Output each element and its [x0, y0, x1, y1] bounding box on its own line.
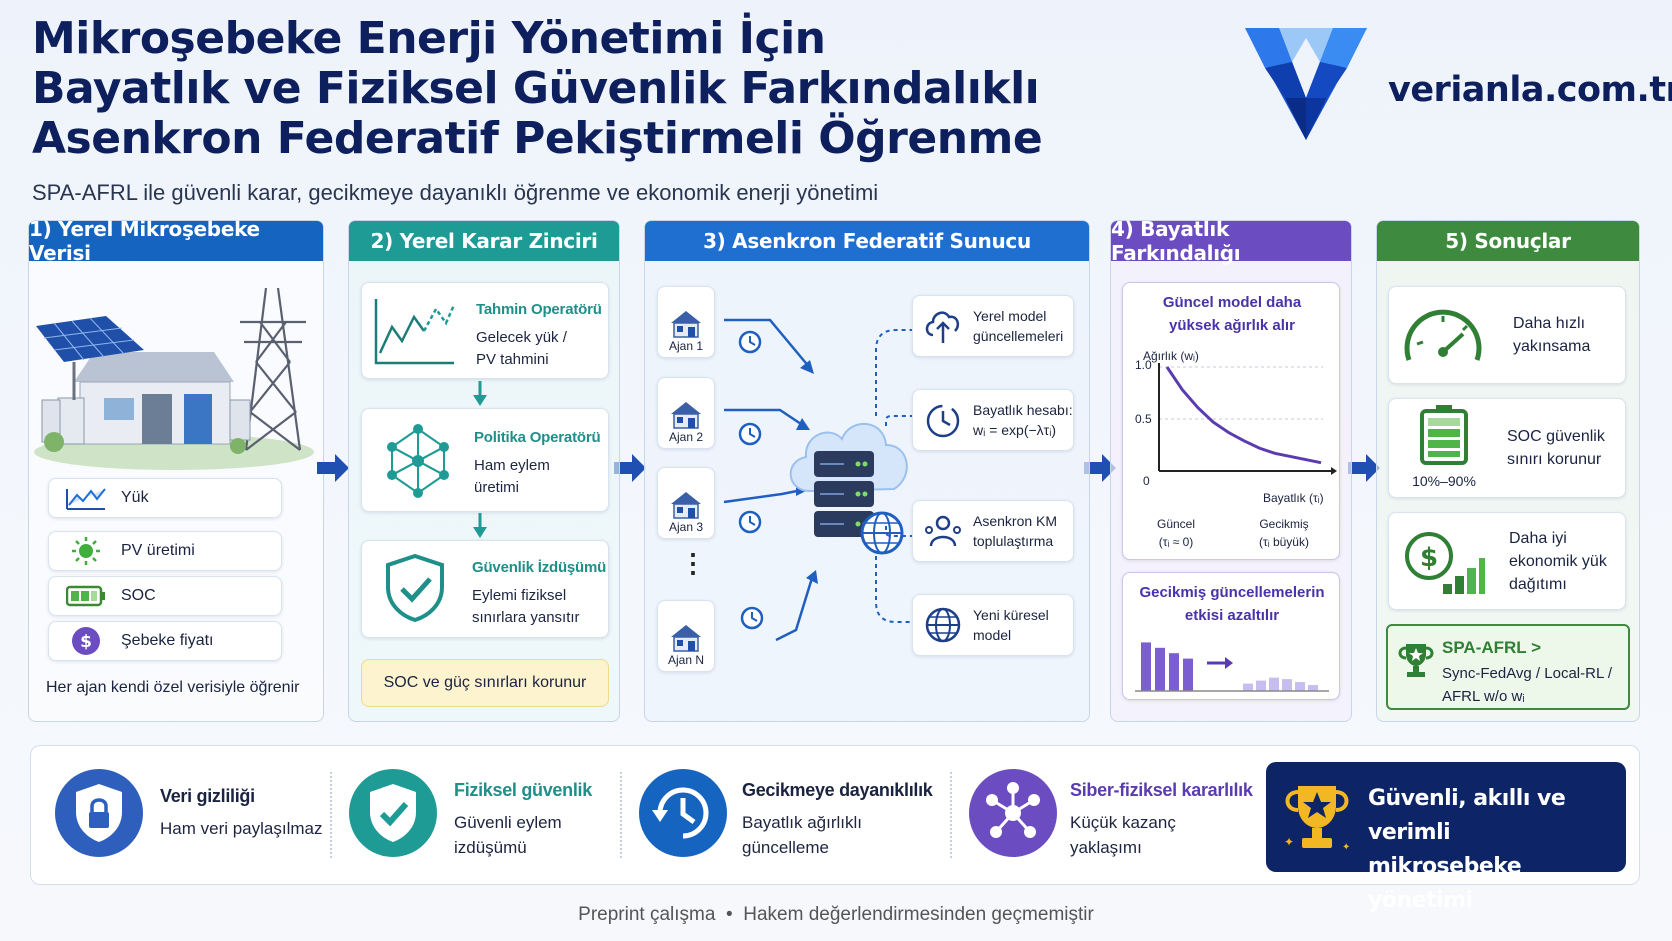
cloud-server-icon [789, 423, 908, 555]
globe-icon [925, 607, 961, 643]
page-title: Mikroşebeke Enerji Yönetimi İçin Bayatlı… [32, 13, 1043, 164]
bar-after [1269, 677, 1279, 691]
divider [950, 772, 952, 858]
agent-ellipsis: ⋮ [680, 548, 706, 578]
battery-icon [66, 585, 105, 607]
dollar-icon: $ [72, 627, 100, 655]
agent-card-1: Ajan 1 [657, 286, 715, 358]
panel-title: 1) Yerel Mikroşebeke Verisi [29, 217, 323, 265]
battery-soc-icon [1420, 404, 1468, 465]
clock-arrows-icon [639, 769, 727, 857]
forecast-chart-icon [374, 299, 456, 365]
page-subtitle: SPA-AFRL ile güvenli karar, gecikmeye da… [32, 180, 879, 205]
cloud-upload-icon [925, 311, 960, 343]
divider [330, 772, 332, 858]
arrow-right-icon [1084, 454, 1116, 482]
agent-card-n: Ajan N [657, 600, 715, 672]
constraint-note: SOC ve güç sınırları korunur [361, 659, 609, 707]
panel-title: 3) Asenkron Federatif Sunucu [645, 221, 1089, 261]
reduction-arrowhead [1225, 657, 1233, 669]
svg-text:$: $ [1420, 543, 1438, 573]
svg-text:$: $ [80, 632, 92, 652]
arrow-right-icon [614, 454, 646, 482]
bar-reduction-chart [1135, 642, 1329, 692]
neural-network-icon [387, 424, 449, 498]
logo-text[interactable]: verianla.com.tr [1388, 70, 1672, 110]
bar-after [1295, 682, 1305, 691]
trophy-star-icon: ✦✦ [1284, 786, 1350, 853]
bar-after [1308, 685, 1318, 691]
y-tick-05: 0.5 [1135, 412, 1152, 426]
agent-update-arrows [723, 318, 818, 642]
logo-v-icon [1245, 28, 1367, 140]
lock-icon [55, 769, 143, 857]
shield-check-icon [349, 769, 437, 857]
bar-after [1256, 680, 1266, 691]
microgrid-illustration-icon [34, 287, 314, 470]
page-footer: Preprint çalışma • Hakem değerlendirmesi… [578, 904, 1094, 925]
agent-card-2: Ajan 2 [657, 377, 715, 449]
panel-title: 2) Yerel Karar Zinciri [349, 221, 619, 261]
network-icon [969, 769, 1057, 857]
y-tick-1: 1.0 [1135, 358, 1152, 372]
panel-title: 5) Sonuçlar [1377, 221, 1639, 261]
x-axis-label: Bayatlık (τᵢ) [1263, 491, 1324, 505]
panel1-footer: Her ajan kendi özel verisiyle öğrenir [46, 679, 300, 696]
data-item-soc: SOC [48, 576, 282, 616]
agent-house-icon [671, 492, 701, 519]
arrow-down-icon [473, 513, 487, 538]
data-item-pv: PV üretimi [48, 531, 282, 571]
line-chart-icon [66, 488, 106, 510]
svg-text:✦: ✦ [1342, 842, 1350, 853]
user-group-icon [925, 515, 961, 547]
arrow-right-icon [317, 454, 349, 482]
trophy-icon [1398, 644, 1434, 677]
bar-after [1282, 679, 1292, 691]
comparison-box: SPA-AFRL > Sync-FedAvg / Local-RL /AFRL … [1386, 624, 1630, 710]
speedometer-icon [1404, 309, 1482, 361]
flow-connector [875, 329, 914, 623]
svg-text:✦: ✦ [1284, 835, 1294, 849]
divider [620, 772, 622, 858]
timer-icon [926, 404, 960, 438]
bar-before [1169, 653, 1179, 691]
bar-before [1183, 658, 1193, 691]
panel-title: 4) Bayatlık Farkındalığı [1111, 217, 1351, 265]
arrow-right-icon [1348, 454, 1380, 482]
agent-house-icon [671, 625, 701, 652]
agent-card-3: Ajan 3 [657, 467, 715, 539]
bar-after [1243, 683, 1253, 691]
y-tick-0: 0 [1143, 474, 1150, 488]
server-step-staleness: Bayatlık hesabı:wᵢ = exp(−λτᵢ) [912, 389, 1074, 451]
x-axis-arrowhead [1331, 467, 1337, 475]
bar-before [1155, 647, 1165, 691]
agent-house-icon [671, 311, 701, 338]
staleness-curve [1165, 366, 1322, 465]
bar-before [1141, 642, 1151, 691]
forecast-operator-card: Tahmin Operatörü Gelecek yük /PV tahmini [361, 282, 609, 379]
agent-house-icon [671, 402, 701, 429]
data-item-load: Yük [48, 478, 282, 518]
arrow-down-icon [473, 381, 487, 406]
data-item-price: $ Şebeke fiyatı [48, 621, 282, 661]
dollar-growth-icon: $ [1405, 532, 1485, 594]
shield-check-icon [386, 553, 444, 623]
staleness-weight-chart [1158, 363, 1337, 475]
sun-icon [72, 537, 100, 565]
